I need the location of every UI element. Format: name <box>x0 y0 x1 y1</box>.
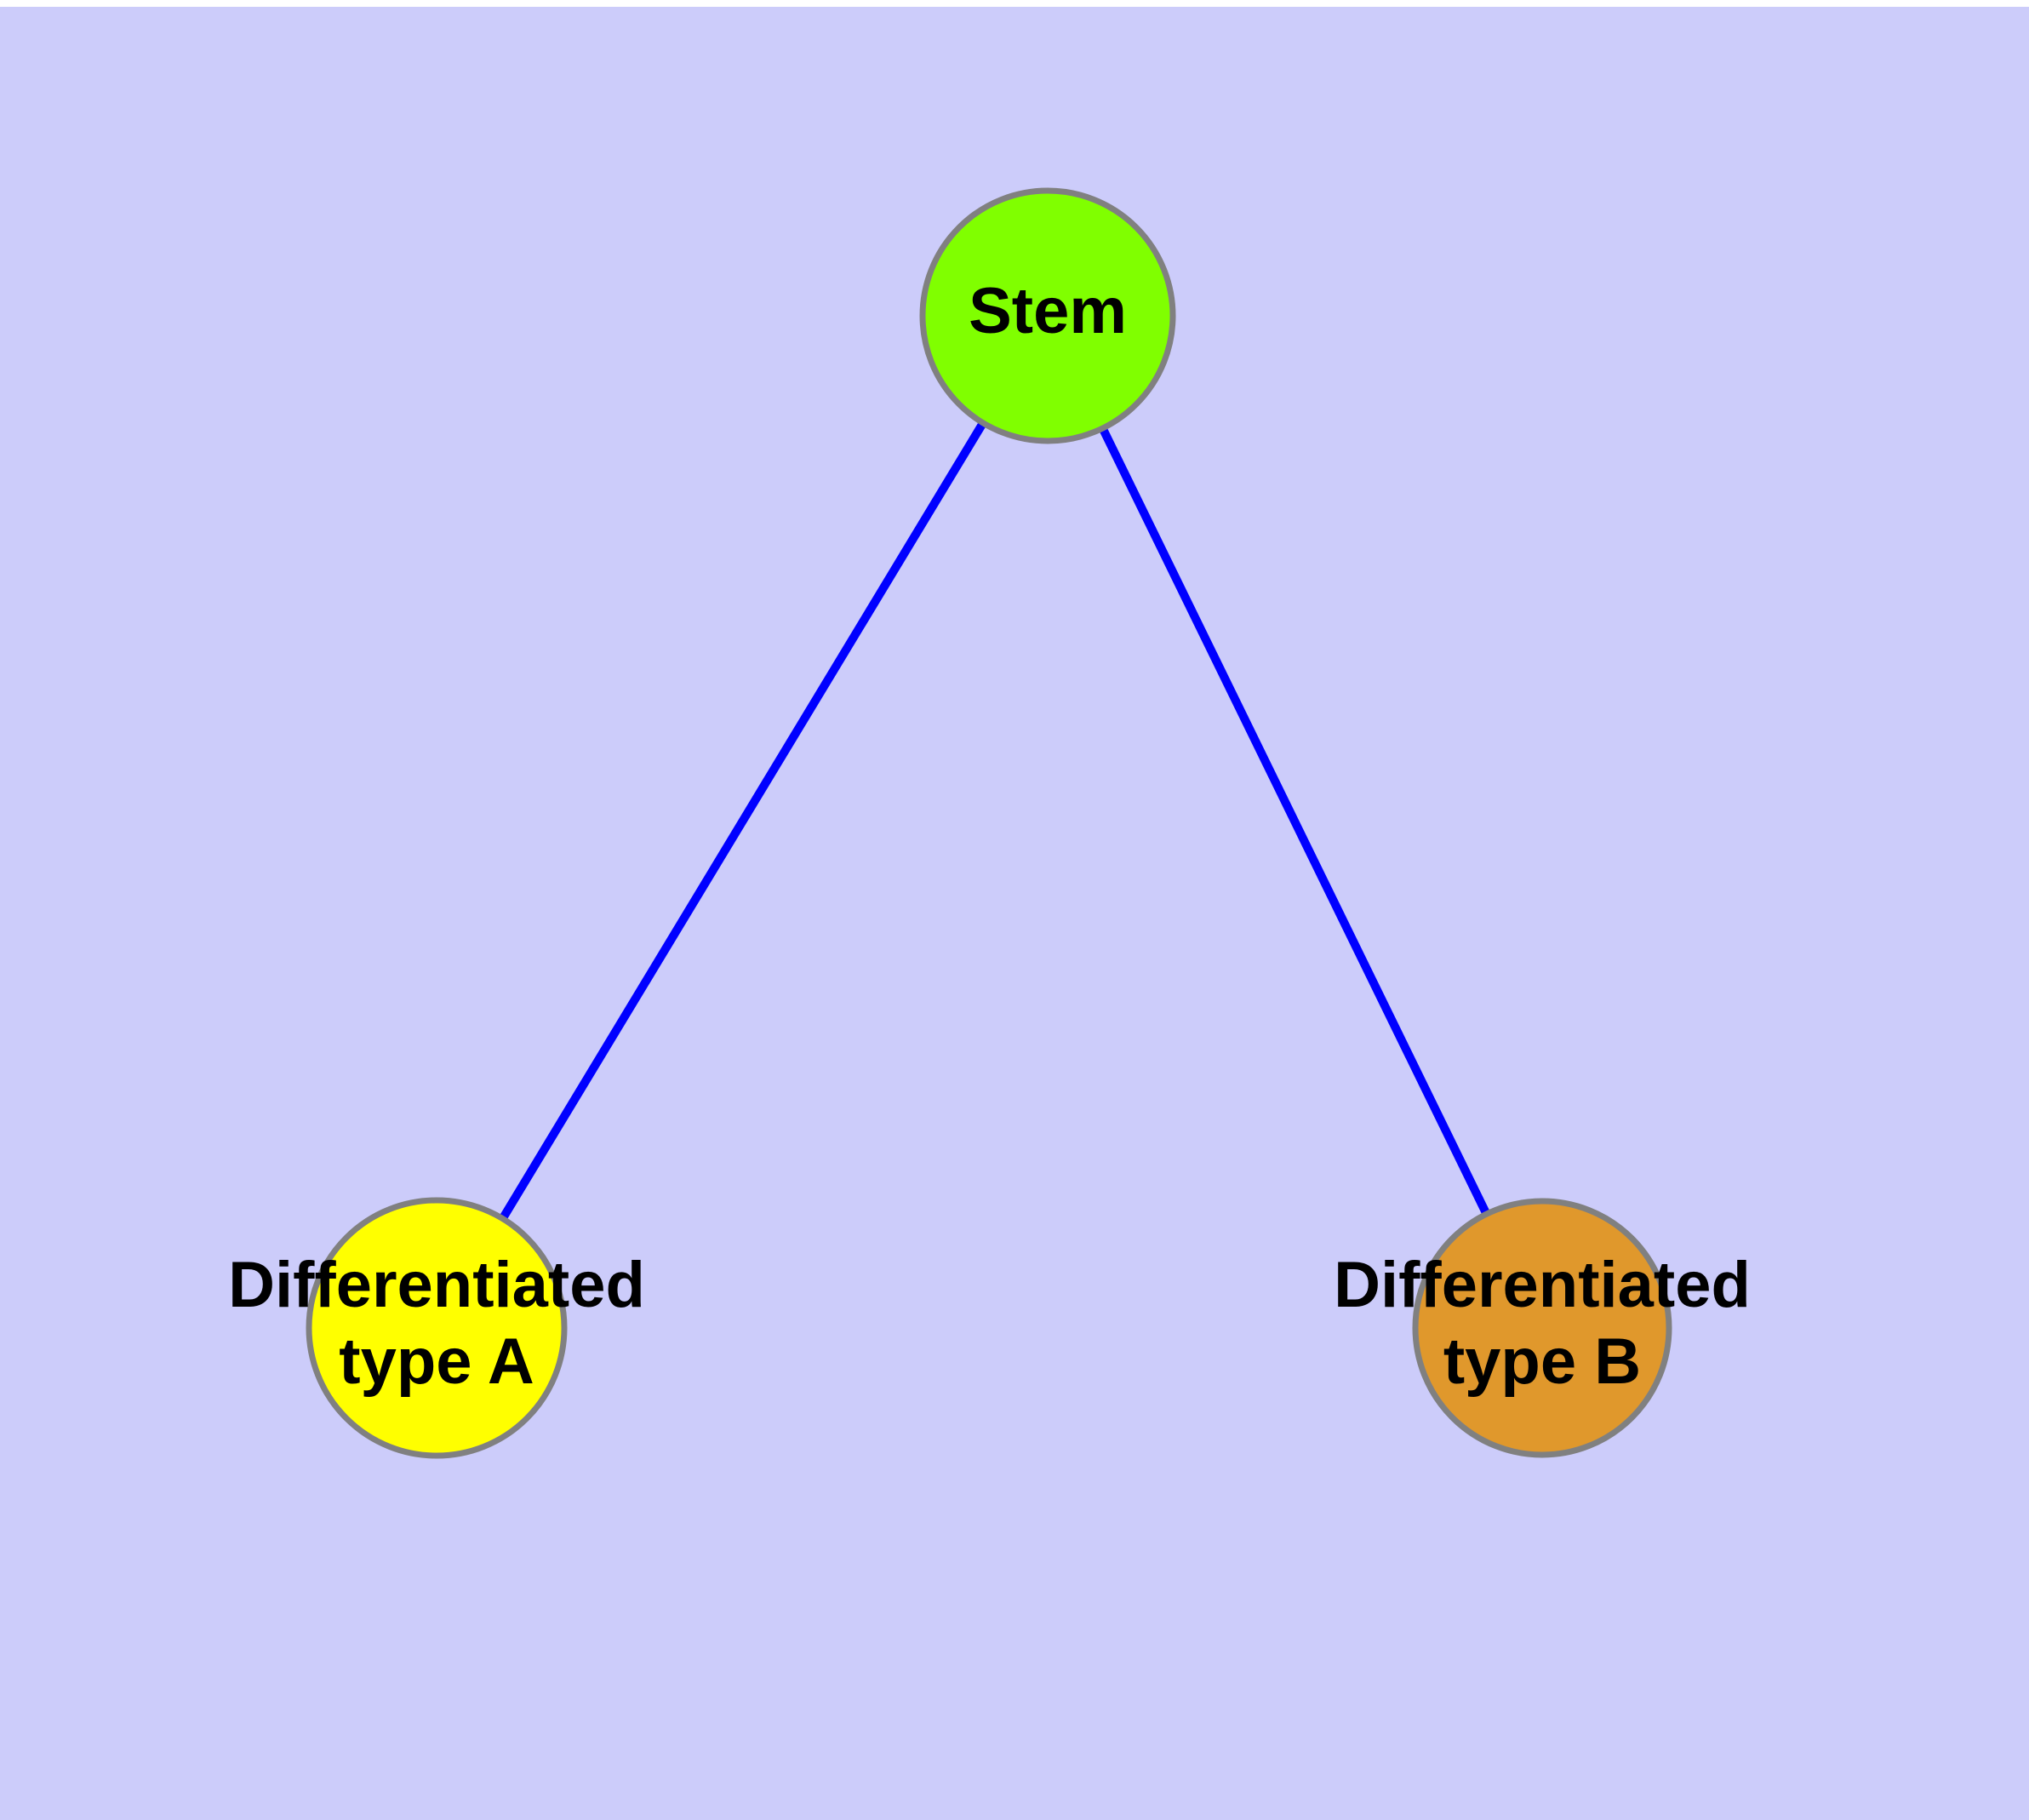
node-layer <box>306 187 1672 1459</box>
label-line: Differentiated <box>1334 1249 1751 1321</box>
graph-node-diff_a[interactable] <box>306 1197 568 1459</box>
label-line: type A <box>339 1325 534 1398</box>
graph-node-label-stem: Stem <box>969 275 1127 347</box>
label-line: Differentiated <box>228 1249 645 1321</box>
label-line: Stem <box>969 275 1127 347</box>
label-line: type B <box>1443 1325 1641 1398</box>
edge-layer <box>498 419 1491 1222</box>
graph-edge-stem-diff_b <box>1098 425 1491 1218</box>
graph-node-diff_b[interactable] <box>1412 1198 1672 1458</box>
graph-node-stem[interactable] <box>919 187 1176 444</box>
graph-edge-stem-diff_a <box>498 419 988 1222</box>
